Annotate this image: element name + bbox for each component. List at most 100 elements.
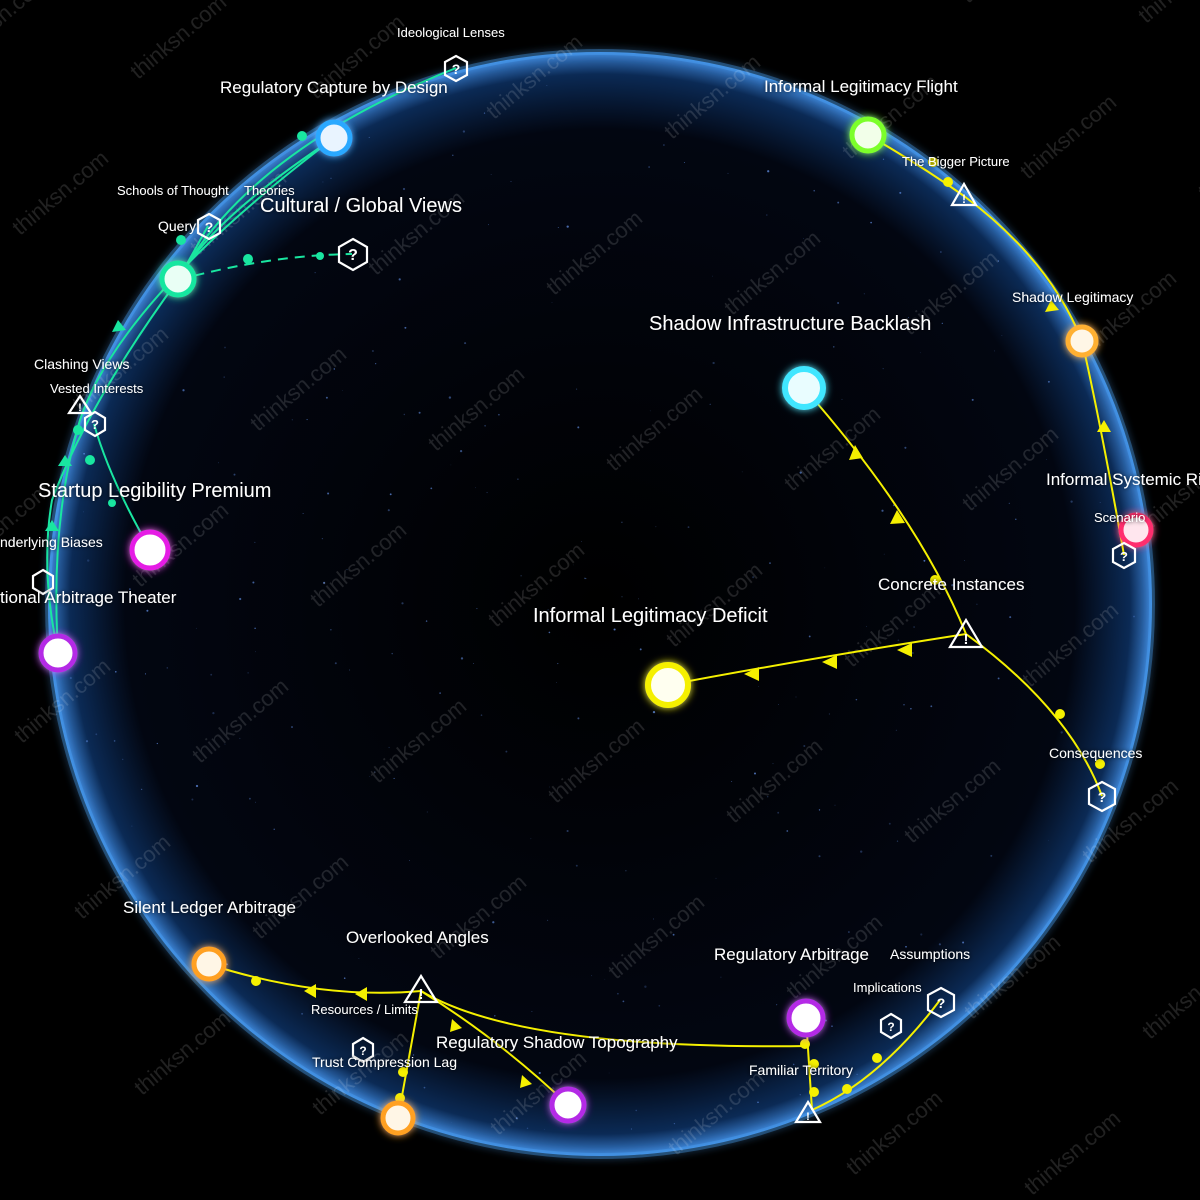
star-dot: [575, 864, 578, 867]
star-dot: [409, 860, 410, 861]
star-dot: [488, 224, 489, 226]
node-trust-compression-lag[interactable]: [380, 1100, 416, 1136]
question-hex-icon[interactable]: ?: [351, 1036, 375, 1064]
star-dot: [388, 746, 390, 749]
svg-text:!: !: [419, 986, 424, 1003]
question-hex-icon[interactable]: ?: [879, 1012, 903, 1040]
star-dot: [191, 798, 194, 801]
star-dot: [990, 854, 993, 857]
question-hex-icon[interactable]: ?: [926, 986, 956, 1019]
star-dot: [129, 588, 131, 590]
warning-triangle-icon[interactable]: !: [794, 1099, 822, 1124]
warning-triangle-icon[interactable]: !: [948, 617, 984, 649]
star-dot: [897, 639, 900, 642]
link-shadow-legitimacy-to-scenario: [1081, 340, 1125, 556]
node-regulatory-shadow-topography[interactable]: [549, 1086, 587, 1124]
node-informal-systemic[interactable]: [1118, 512, 1154, 548]
node-cultural-global-views[interactable]: [159, 260, 197, 298]
marker-label-clashing-views: Clashing Views: [34, 356, 129, 372]
node-startup-legibility[interactable]: [129, 529, 171, 571]
star-dot: [860, 850, 863, 853]
node-shadow-infrastructure-backlash[interactable]: [782, 366, 826, 410]
star-dot: [95, 733, 98, 736]
star-dot: [547, 609, 549, 611]
warning-triangle-icon[interactable]: !: [403, 973, 439, 1004]
star-dot: [475, 487, 476, 489]
star-dot: [727, 172, 729, 174]
star-dot: [639, 648, 642, 651]
star-dot: [249, 797, 251, 800]
star-dot: [369, 776, 371, 777]
star-dot: [709, 403, 711, 405]
node-regulatory-arbitrage[interactable]: [786, 998, 826, 1038]
marker-label-bigger-picture: The Bigger Picture: [902, 154, 1010, 169]
star-dot: [490, 173, 492, 175]
star-dot: [913, 626, 916, 628]
label-arbitrage-theater: tional Arbitrage Theater: [0, 588, 177, 607]
star-dot: [683, 162, 685, 163]
question-hex-icon[interactable]: ?: [83, 410, 107, 438]
question-hex-icon[interactable]: ?: [443, 54, 469, 83]
node-regulatory-capture[interactable]: [315, 119, 353, 157]
question-hex-icon[interactable]: ?: [1111, 541, 1137, 570]
watermark-text: thinksn.com: [1195, 617, 1200, 712]
star-dot: [824, 567, 826, 569]
star-dot: [483, 112, 486, 114]
star-dot: [799, 471, 802, 474]
star-dot: [912, 652, 914, 654]
node-shadow-legitimacy[interactable]: [1065, 324, 1099, 358]
star-dot: [358, 958, 360, 959]
star-dot: [905, 945, 907, 948]
star-dot: [644, 985, 647, 988]
warning-triangle-icon[interactable]: !: [66, 393, 94, 415]
star-dot: [625, 870, 627, 872]
star-dot: [997, 677, 1000, 680]
star-dot: [239, 597, 242, 601]
star-dot: [146, 609, 149, 612]
star-dot: [566, 829, 569, 833]
node-informal-legitimacy-deficit[interactable]: [645, 662, 691, 708]
node-arbitrage-theater[interactable]: [38, 633, 78, 673]
star-dot: [330, 629, 332, 631]
star-dot: [621, 521, 623, 524]
node-informal-legitimacy-flight[interactable]: [849, 116, 887, 154]
question-hex-icon[interactable]: [31, 568, 55, 596]
star-dot: [715, 877, 717, 879]
star-dot: [450, 1122, 452, 1124]
star-dot: [767, 170, 770, 173]
label-overlooked-angles: Overlooked Angles: [346, 928, 489, 947]
star-dot: [346, 569, 348, 571]
link-backlash-to-concrete: [803, 387, 967, 635]
node-silent-ledger-arbitrage[interactable]: [191, 946, 227, 982]
svg-text:?: ?: [1120, 549, 1128, 564]
question-hex-icon[interactable]: ?: [196, 212, 222, 241]
star-dot: [254, 541, 256, 543]
svg-text:?: ?: [887, 1020, 894, 1034]
star-dot: [652, 710, 656, 714]
star-dot: [841, 398, 843, 400]
warning-triangle-icon[interactable]: !: [950, 181, 978, 207]
star-dot: [223, 376, 225, 378]
star-dot: [538, 1071, 541, 1075]
star-dot: [69, 676, 72, 680]
star-dot: [752, 576, 755, 579]
question-hex-icon[interactable]: ?: [1087, 780, 1117, 813]
star-dot: [247, 672, 249, 674]
star-dot: [808, 635, 811, 638]
star-dot: [964, 560, 965, 561]
star-dot: [448, 396, 452, 399]
star-dot: [233, 473, 236, 476]
question-hex-icon[interactable]: ?: [337, 237, 369, 272]
star-dot: [83, 452, 85, 455]
star-dot: [855, 698, 858, 701]
star-dot: [459, 449, 463, 453]
star-dot: [672, 933, 675, 936]
star-dot: [818, 855, 821, 858]
star-dot: [373, 771, 376, 773]
star-dot: [140, 788, 143, 791]
star-dot: [940, 251, 942, 253]
marker-label-ideological-lenses: Ideological Lenses: [397, 25, 505, 40]
label-shadow-infrastructure-backlash: Shadow Infrastructure Backlash: [649, 313, 931, 335]
watermark-text: thinksn.com: [0, 0, 53, 64]
svg-text:!: !: [964, 631, 969, 648]
